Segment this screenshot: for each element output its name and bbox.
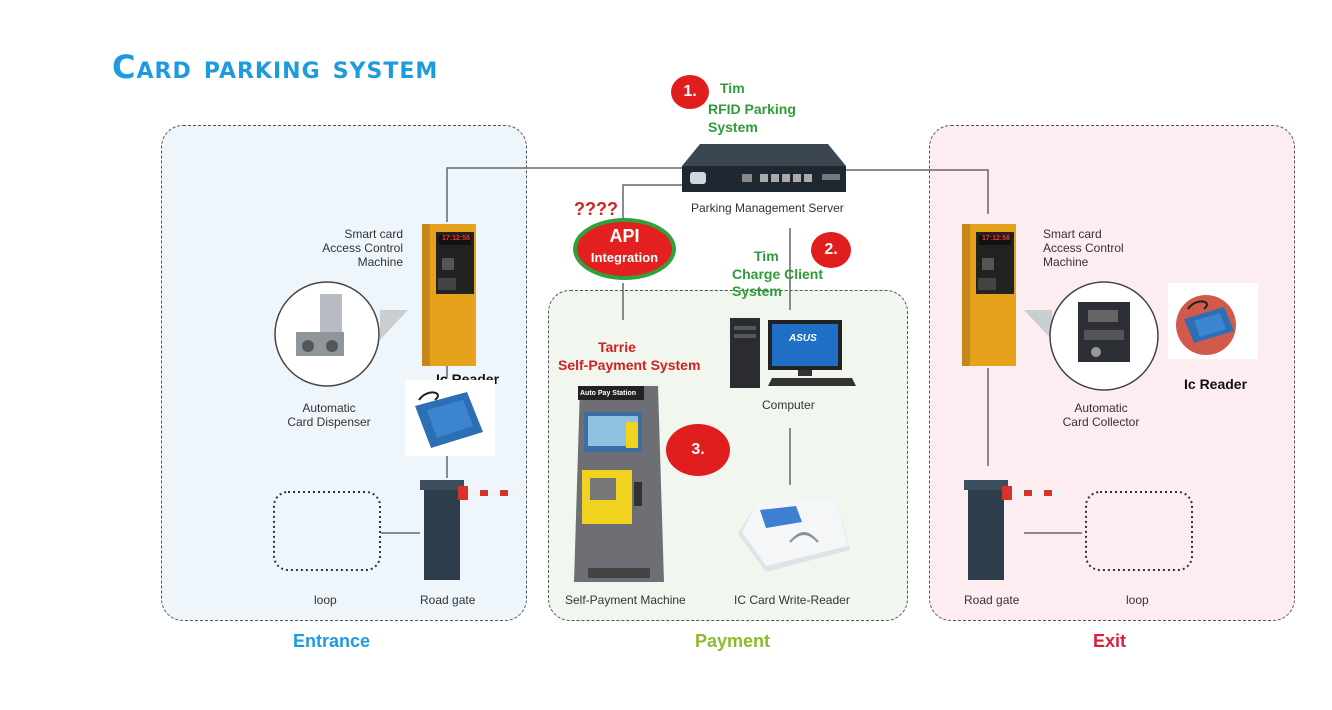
self-owner-note: Tarrie [598, 339, 636, 355]
badge-1: 1. [671, 75, 709, 109]
exit-card-collector [1024, 281, 1159, 391]
ic-card-write-reader [738, 498, 850, 572]
exit-loop-label: loop [1126, 593, 1149, 607]
exit-road-gate-label: Road gate [964, 593, 1020, 607]
api-sub-label: Integration [590, 250, 659, 265]
entrance-dispenser-label: Automatic Card Dispenser [262, 401, 396, 429]
entrance-road-gate-label: Road gate [420, 593, 476, 607]
self-system-note: Self-Payment System [558, 357, 701, 373]
charge-system-line-2: System [732, 283, 782, 299]
self-payment-machine [574, 386, 664, 582]
charge-system-line-1: Charge Client [732, 266, 824, 282]
computer-icon [730, 318, 856, 388]
rfid-owner-note: Tim [720, 80, 745, 96]
entrance-road-gate [420, 480, 520, 580]
api-main-label: API [609, 226, 640, 246]
exit-kiosk-display: 17:12:58 [982, 235, 1011, 242]
exit-label: Exit [1093, 631, 1127, 651]
monitor-brand: ASUS [789, 333, 817, 344]
entrance-kiosk-display: 17:12:58 [442, 235, 471, 242]
entrance-ic-reader [405, 380, 495, 456]
exit-access-line-1: Smart card [1043, 227, 1102, 241]
rfid-system-line-2: System [708, 119, 758, 135]
entrance-access-line-1: Smart card [344, 227, 403, 241]
payment-label: Payment [695, 631, 771, 651]
server-label: Parking Management Server [691, 201, 844, 215]
entrance-access-line-2: Access Control [322, 241, 403, 255]
self-payment-screen-header: Auto Pay Station [580, 390, 637, 397]
entrance-label: Entrance [293, 631, 371, 651]
entrance-card-dispenser [274, 281, 408, 387]
exit-access-control-label: Smart card Access Control Machine [1043, 227, 1124, 269]
exit-access-control-machine [962, 224, 1016, 366]
exit-collector-line-2: Card Collector [1062, 415, 1140, 429]
exit-access-line-2: Access Control [1043, 241, 1124, 255]
entrance-access-control-label: Smart card Access Control Machine [300, 227, 403, 269]
server-icon [682, 144, 846, 192]
rfid-system-note: RFID Parking System [708, 100, 796, 136]
entrance-access-control-machine [422, 224, 476, 366]
charge-system-note: Charge Client System [732, 266, 823, 300]
api-integration-oval: API Integration [573, 218, 676, 280]
badge-2: 2. [811, 232, 851, 268]
self-payment-machine-label: Self-Payment Machine [565, 593, 686, 607]
exit-collector-label: Automatic Card Collector [1046, 401, 1156, 429]
entrance-dispenser-line-2: Card Dispenser [287, 415, 371, 429]
entrance-access-line-3: Machine [357, 255, 403, 269]
rfid-system-line-1: RFID Parking [708, 101, 796, 117]
entrance-loop [273, 491, 381, 571]
entrance-dispenser-line-1: Automatic [302, 401, 356, 415]
computer-label: Computer [762, 398, 815, 412]
exit-collector-line-1: Automatic [1074, 401, 1128, 415]
exit-access-line-3: Machine [1043, 255, 1089, 269]
exit-ic-reader [1168, 283, 1258, 359]
exit-ic-reader-label: Ic Reader [1184, 376, 1248, 392]
page-title: Card parking system [112, 48, 439, 86]
question-marks: ???? [574, 199, 618, 219]
charge-owner-note: Tim [754, 248, 779, 264]
exit-loop [1085, 491, 1193, 571]
card-writer-label: IC Card Write-Reader [734, 593, 850, 607]
exit-road-gate [964, 480, 1064, 580]
badge-3: 3. [666, 424, 730, 476]
entrance-loop-label: loop [314, 593, 337, 607]
